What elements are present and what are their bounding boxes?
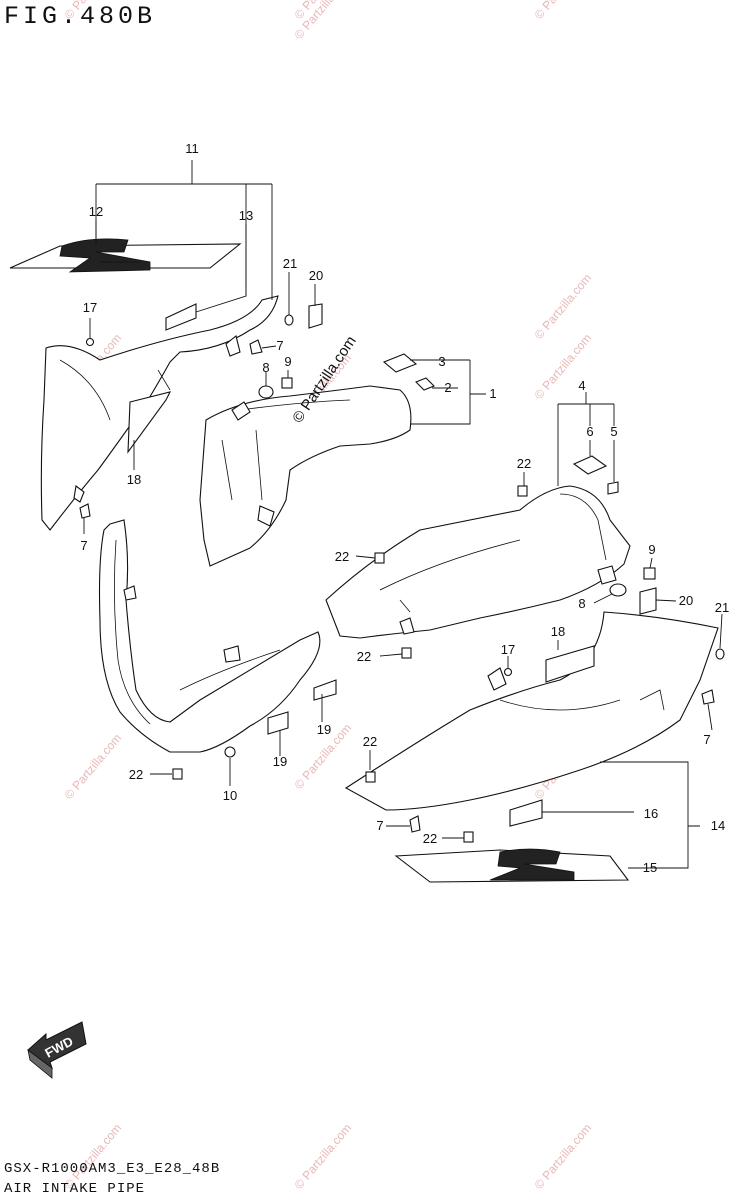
callout-7[interactable]: 7 — [703, 732, 710, 747]
decal-15[interactable] — [394, 848, 630, 883]
sticker-20-upper[interactable] — [308, 303, 323, 329]
nut-22-left-lower[interactable] — [172, 768, 183, 780]
callout-4[interactable]: 4 — [578, 378, 585, 393]
nut-22-center[interactable] — [374, 552, 385, 564]
callout-13[interactable]: 13 — [239, 208, 253, 223]
callout-16[interactable]: 16 — [644, 806, 658, 821]
callout-7[interactable]: 7 — [376, 818, 383, 833]
callout-22[interactable]: 22 — [517, 456, 531, 471]
callout-22[interactable]: 22 — [357, 649, 371, 664]
bolt-9-right[interactable] — [643, 567, 656, 580]
sticker-13[interactable] — [165, 303, 197, 331]
callout-9[interactable]: 9 — [284, 354, 291, 369]
callout-12[interactable]: 12 — [89, 204, 103, 219]
left-lower-cover[interactable] — [98, 519, 321, 753]
callout-10[interactable]: 10 — [223, 788, 237, 803]
sticker-3[interactable] — [382, 353, 418, 373]
right-air-intake-pipe[interactable] — [325, 485, 631, 639]
leader-lines — [83, 160, 723, 869]
callout-21[interactable]: 21 — [283, 256, 297, 271]
clip-7-right[interactable] — [701, 689, 715, 705]
nut-22-right-lower-b[interactable] — [463, 831, 474, 843]
callout-7[interactable]: 7 — [276, 338, 283, 353]
callout-9[interactable]: 9 — [648, 542, 655, 557]
callout-8[interactable]: 8 — [262, 360, 269, 375]
clip-7-left[interactable] — [79, 503, 91, 519]
callout-20[interactable]: 20 — [309, 268, 323, 283]
sticker-6[interactable] — [572, 455, 608, 475]
callout-17[interactable]: 17 — [83, 300, 97, 315]
callout-6[interactable]: 6 — [586, 424, 593, 439]
bolt-9-upper[interactable] — [281, 377, 293, 389]
callout-18[interactable]: 18 — [127, 472, 141, 487]
clip-7-lower[interactable] — [409, 815, 421, 833]
sticker-19-a[interactable] — [267, 711, 289, 735]
callout-18[interactable]: 18 — [551, 624, 565, 639]
watermark-tile: © Partzilla.com — [532, 0, 595, 22]
nut-22-right-lower-a[interactable] — [365, 771, 376, 783]
left-upper-cover[interactable] — [40, 295, 279, 531]
watermark-tile: © Partzilla.com — [532, 271, 595, 342]
callout-22[interactable]: 22 — [335, 549, 349, 564]
callout-19[interactable]: 19 — [317, 722, 331, 737]
watermark-tile: © Partzilla.com — [62, 0, 125, 22]
center-air-intake-pipe[interactable] — [199, 385, 412, 567]
watermark-tile: © Partzilla.com — [532, 1121, 595, 1192]
callout-15[interactable]: 15 — [643, 860, 657, 875]
callout-5[interactable]: 5 — [610, 424, 617, 439]
screw-17-upper[interactable] — [85, 337, 95, 347]
grommet-8-upper[interactable] — [258, 385, 274, 399]
callout-20[interactable]: 20 — [679, 593, 693, 608]
figure-title: FIG.480B — [4, 2, 157, 31]
sticker-5[interactable] — [607, 481, 619, 495]
watermark-tile: © Partzilla.com — [292, 1121, 355, 1192]
grommet-8-right[interactable] — [609, 583, 627, 597]
callout-2[interactable]: 2 — [444, 380, 451, 395]
callout-22[interactable]: 22 — [363, 734, 377, 749]
decal-12[interactable] — [9, 238, 242, 273]
sticker-19-b[interactable] — [313, 679, 337, 701]
callout-3[interactable]: 3 — [438, 354, 445, 369]
callout-21[interactable]: 21 — [715, 600, 729, 615]
right-lower-cover[interactable] — [344, 611, 719, 827]
callout-1[interactable]: 1 — [489, 386, 496, 401]
sticker-2[interactable] — [415, 377, 435, 391]
watermark-tile: © Partzilla.com — [62, 731, 125, 802]
callout-8[interactable]: 8 — [578, 596, 585, 611]
nut-21-right[interactable] — [715, 648, 725, 660]
forward-arrow-icon: FWD — [27, 1021, 87, 1079]
screw-17-right[interactable] — [503, 667, 513, 677]
callout-14[interactable]: 14 — [711, 818, 725, 833]
clip-7-upper[interactable] — [249, 339, 263, 355]
callout-19[interactable]: 19 — [273, 754, 287, 769]
sticker-20-right[interactable] — [639, 587, 657, 615]
nut-22-center-lower[interactable] — [401, 647, 412, 659]
nut-22-right-upper[interactable] — [517, 485, 528, 497]
callout-22[interactable]: 22 — [129, 767, 143, 782]
nut-21-upper[interactable] — [284, 314, 294, 326]
section-name: AIR INTAKE PIPE — [4, 1181, 146, 1197]
model-code: GSX-R1000AM3_E3_E28_48B — [4, 1161, 221, 1177]
callout-17[interactable]: 17 — [501, 642, 515, 657]
callout-11[interactable]: 11 — [185, 141, 199, 156]
callout-7[interactable]: 7 — [80, 538, 87, 553]
callout-22[interactable]: 22 — [423, 831, 437, 846]
grommet-10[interactable] — [224, 746, 236, 758]
